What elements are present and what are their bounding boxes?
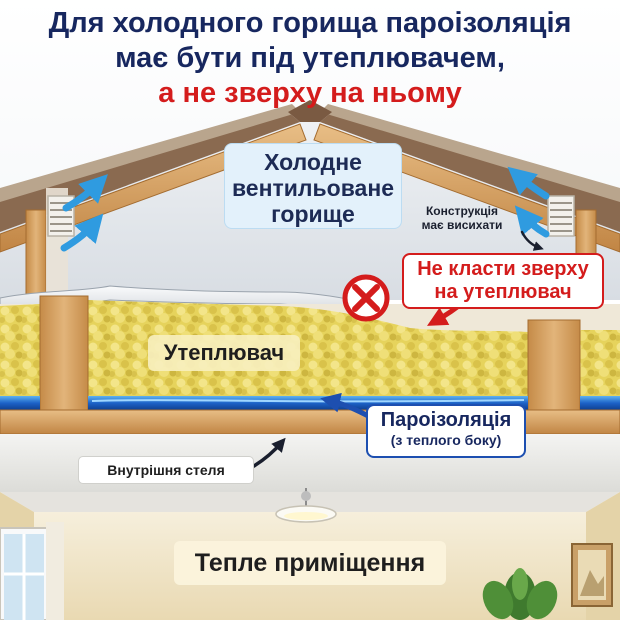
title-line-1: Для холодного горища пароізоляція [48, 7, 572, 39]
insulation-layer [0, 304, 40, 398]
warning-label-line-2: на утеплювач [434, 281, 572, 303]
arrow-icon [60, 166, 550, 252]
vapor-barrier [0, 396, 40, 410]
dry-note-line-2: має висихати [421, 218, 503, 232]
arrow-icon [520, 230, 544, 251]
picture-frame-icon [571, 543, 613, 607]
insulation-label-plate [148, 335, 300, 371]
attic-label-line-2: вентильоване [231, 175, 395, 201]
title-line-2: має бути під утеплювачем, [115, 42, 505, 74]
attic-label-plate [224, 143, 402, 229]
post-left [25, 209, 47, 297]
insulation-layer [580, 330, 620, 398]
vent-grille-icon [547, 195, 575, 237]
barrier-label-line-1: Пароізоляція [380, 409, 512, 431]
no-entry-icon [342, 274, 390, 322]
window-icon [0, 522, 64, 620]
roof-right [320, 112, 620, 232]
attic-label-line-1: Холодне [264, 149, 362, 175]
title-line-3: а не зверху на ньому [158, 77, 462, 109]
ceiling-label: Внутрішня стеля [107, 462, 225, 478]
insulation-layer [88, 300, 528, 398]
dry-note-line-1: Конструкція [425, 204, 499, 218]
ceiling-beam [0, 409, 620, 435]
vapor-barrier [580, 396, 620, 410]
ceiling-label-plate [78, 456, 254, 484]
barrier-label-plate [366, 404, 526, 458]
joist [527, 319, 581, 413]
joist [39, 295, 89, 413]
warning-label-line-1: Не класти зверху [417, 258, 589, 280]
arrow-icon [252, 437, 286, 468]
room-label: Тепле приміщення [194, 549, 426, 577]
warning-label-plate [402, 253, 604, 309]
plant-icon [482, 568, 558, 620]
insulation-label: Утеплювач [163, 340, 285, 365]
ceiling-lamp-icon [275, 488, 337, 523]
barrier-label-line-2: (з теплого боку) [390, 432, 502, 448]
attic-label-line-3: горище [271, 201, 355, 227]
room-label-plate [174, 541, 446, 585]
